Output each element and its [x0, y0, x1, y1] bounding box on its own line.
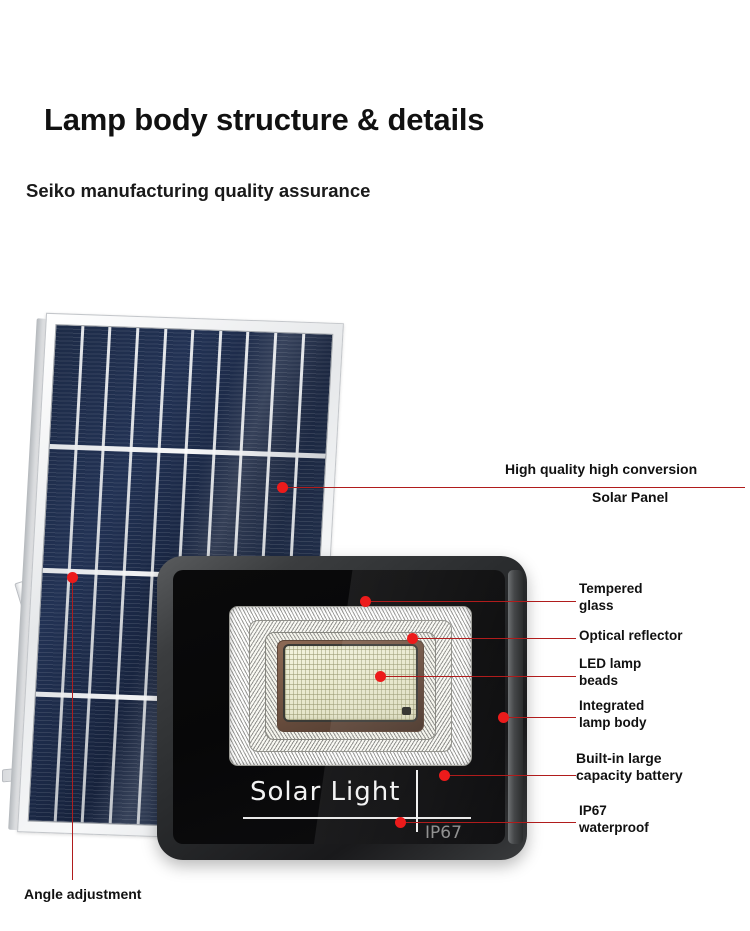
callout-line-tempered-glass	[365, 601, 576, 602]
page-title: Lamp body structure & details	[44, 102, 485, 137]
brand-underline	[243, 817, 471, 819]
callout-label-solar-panel-line1: High quality high conversion	[505, 461, 698, 477]
callout-line-integrated-body	[503, 717, 576, 718]
callout-dot-ip67	[395, 817, 406, 828]
callout-label-optical-reflector: Optical reflector	[579, 628, 683, 643]
brand-divider-tick	[416, 770, 418, 832]
callout-line-battery	[444, 775, 576, 776]
callout-dot-optical-reflector	[407, 633, 418, 644]
callout-dot-led-beads	[375, 671, 386, 682]
page-subtitle: Seiko manufacturing quality assurance	[26, 180, 371, 201]
callout-label-led-beads: LED lamp beads	[579, 656, 642, 688]
callout-label-ip67: IP67 waterproof	[579, 803, 649, 835]
callout-dot-tempered-glass	[360, 596, 371, 607]
callout-label-integrated-body: Integrated lamp body	[579, 698, 647, 730]
lamp-body: Solar Light IP67	[157, 556, 527, 860]
callout-dot-battery	[439, 770, 450, 781]
brand-label: Solar Light	[250, 777, 401, 807]
led-bead-array	[283, 644, 418, 722]
callout-label-angle-adjustment: Angle adjustment	[24, 886, 142, 902]
callout-label-tempered-glass: Tempered glass	[579, 581, 643, 613]
callout-label-battery: Built-in large capacity battery	[576, 750, 683, 783]
ip-rating-mark: IP67	[425, 823, 462, 843]
lamp-side-bevel	[508, 570, 523, 844]
callout-dot-angle-adjustment	[67, 572, 78, 583]
callout-line-angle-adjustment	[72, 580, 73, 880]
callout-dot-integrated-body	[498, 712, 509, 723]
callout-dot-solar-panel	[277, 482, 288, 493]
callout-label-solar-panel-line2: Solar Panel	[592, 489, 669, 505]
lamp-front-face: Solar Light IP67	[173, 570, 505, 844]
callout-line-optical-reflector	[412, 638, 576, 639]
callout-line-ip67	[400, 822, 576, 823]
callout-line-solar-panel	[283, 487, 745, 488]
light-sensor	[402, 707, 411, 715]
callout-line-led-beads	[380, 676, 576, 677]
